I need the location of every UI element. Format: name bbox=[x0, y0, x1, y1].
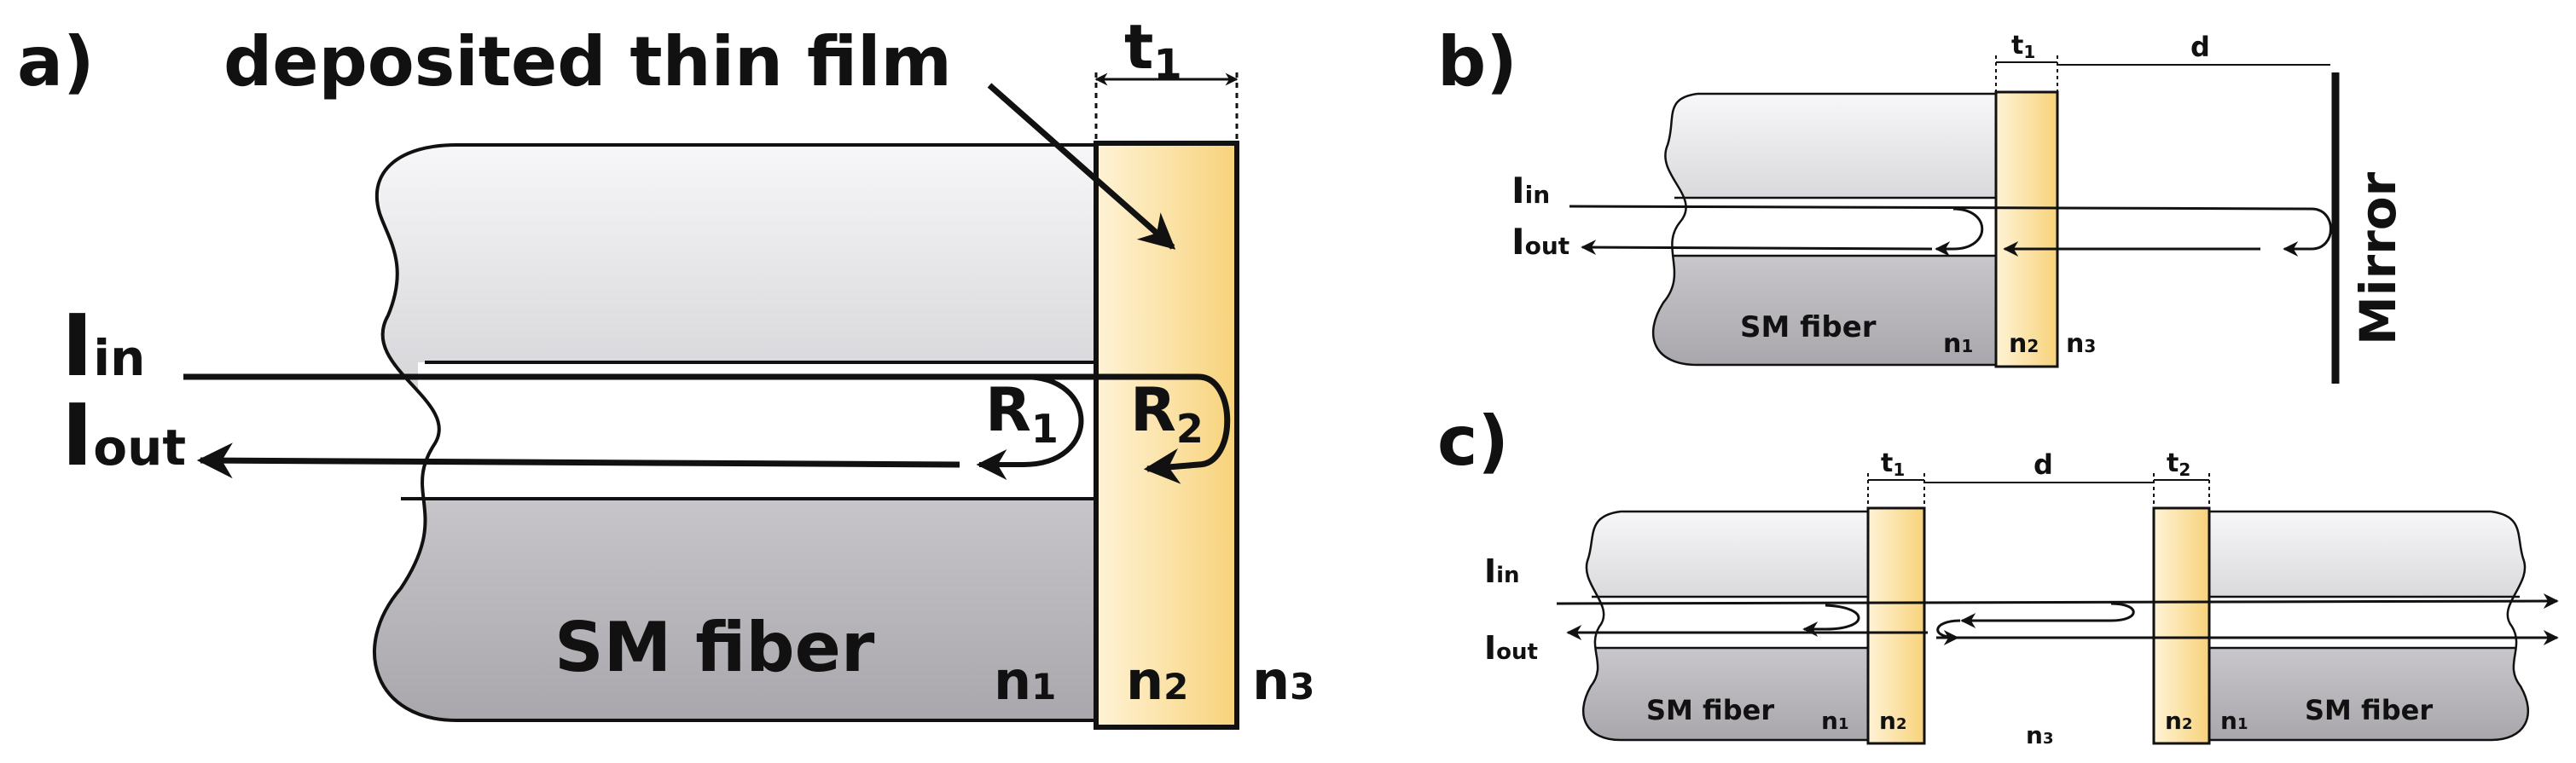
film-thickness-label: t1 bbox=[1124, 11, 1182, 89]
reflection-r1-label: R1 bbox=[985, 375, 1059, 452]
fiber-right-outline-c bbox=[2209, 510, 2530, 742]
index-n3-label-c: n3 bbox=[2026, 721, 2053, 749]
fiber-label-b: SM fiber bbox=[1740, 310, 1877, 344]
film-caption: deposited thin film bbox=[223, 22, 952, 101]
film-pointer-arrow bbox=[987, 83, 1176, 250]
fiber-right-core-c bbox=[2209, 597, 2521, 648]
input-ray-b bbox=[1569, 205, 2312, 211]
output-label: Iout bbox=[61, 385, 186, 485]
input-ray-c bbox=[1556, 593, 2559, 610]
panel-b: b) Mirror t1 d Iin Iout SM fiber n1 n2 n… bbox=[1437, 22, 2407, 384]
cavity-reflection-path-c bbox=[1960, 602, 2135, 628]
reflection-r2-label: R2 bbox=[1130, 375, 1204, 452]
panel-a: a) deposited thin film t1 Iin Iout R1 R2… bbox=[17, 11, 1314, 730]
index-n3-label: n3 bbox=[1252, 650, 1314, 712]
cavity-return-path-c bbox=[1936, 619, 1961, 645]
input-label-b: Iin bbox=[1511, 170, 1550, 211]
fiber-outline-b bbox=[1651, 92, 1996, 367]
thickness-2-label-c: t2 bbox=[2167, 448, 2190, 480]
input-label-c: Iin bbox=[1484, 552, 1520, 590]
mirror-reflection-path-b bbox=[2283, 207, 2332, 257]
output-ray bbox=[196, 442, 960, 479]
index-n2-label-b: n2 bbox=[2009, 329, 2039, 359]
output-label-b: Iout bbox=[1511, 221, 1569, 263]
gap-label-b: d bbox=[2190, 31, 2210, 63]
index-n1-label: n1 bbox=[994, 650, 1056, 712]
thin-film-b bbox=[1994, 90, 2059, 368]
panel-c-label: c) bbox=[1437, 402, 1509, 481]
film-reflection-path-b bbox=[1935, 207, 1984, 257]
thin-film-left-c bbox=[1866, 506, 1926, 745]
output-label-c: Iout bbox=[1484, 629, 1538, 667]
thin-film-right-c bbox=[2152, 506, 2211, 745]
fiber-right-label-c: SM fiber bbox=[2305, 694, 2433, 726]
fiber-outline bbox=[373, 143, 1096, 722]
gap-label-c: d bbox=[2034, 448, 2053, 481]
film-reflection-path-c bbox=[1802, 604, 1860, 637]
thin-film bbox=[1094, 141, 1239, 730]
index-n1-right-label-c: n1 bbox=[2220, 707, 2248, 735]
index-n1-left-label-c: n1 bbox=[1821, 707, 1848, 735]
output-ray-b bbox=[1581, 240, 1933, 256]
film-thickness-label-b: t1 bbox=[2011, 31, 2035, 62]
index-n1-label-b: n1 bbox=[1943, 329, 1973, 359]
mirror-label: Mirror bbox=[2349, 171, 2407, 345]
input-label: Iin bbox=[61, 296, 145, 396]
reflection-r2-path bbox=[1062, 373, 1231, 484]
thickness-1-label-c: t1 bbox=[1881, 448, 1905, 480]
fiber-left-outline-c bbox=[1581, 510, 1868, 742]
reflection-r1-path bbox=[976, 374, 1084, 480]
panel-b-label: b) bbox=[1437, 22, 1517, 101]
index-n2-right-label-c: n2 bbox=[2165, 707, 2192, 735]
panel-a-label: a) bbox=[17, 22, 95, 101]
fiber-label: SM fiber bbox=[554, 608, 875, 687]
index-n3-label-b: n3 bbox=[2066, 329, 2096, 359]
fiber-left-core-c bbox=[1588, 597, 1868, 648]
fiber-left-label-c: SM fiber bbox=[1646, 694, 1774, 726]
index-n2-label: n2 bbox=[1126, 650, 1188, 712]
index-n2-left-label-c: n2 bbox=[1879, 707, 1906, 735]
panel-c: c) t1 d t2 Iin Iout bbox=[1437, 402, 2559, 749]
